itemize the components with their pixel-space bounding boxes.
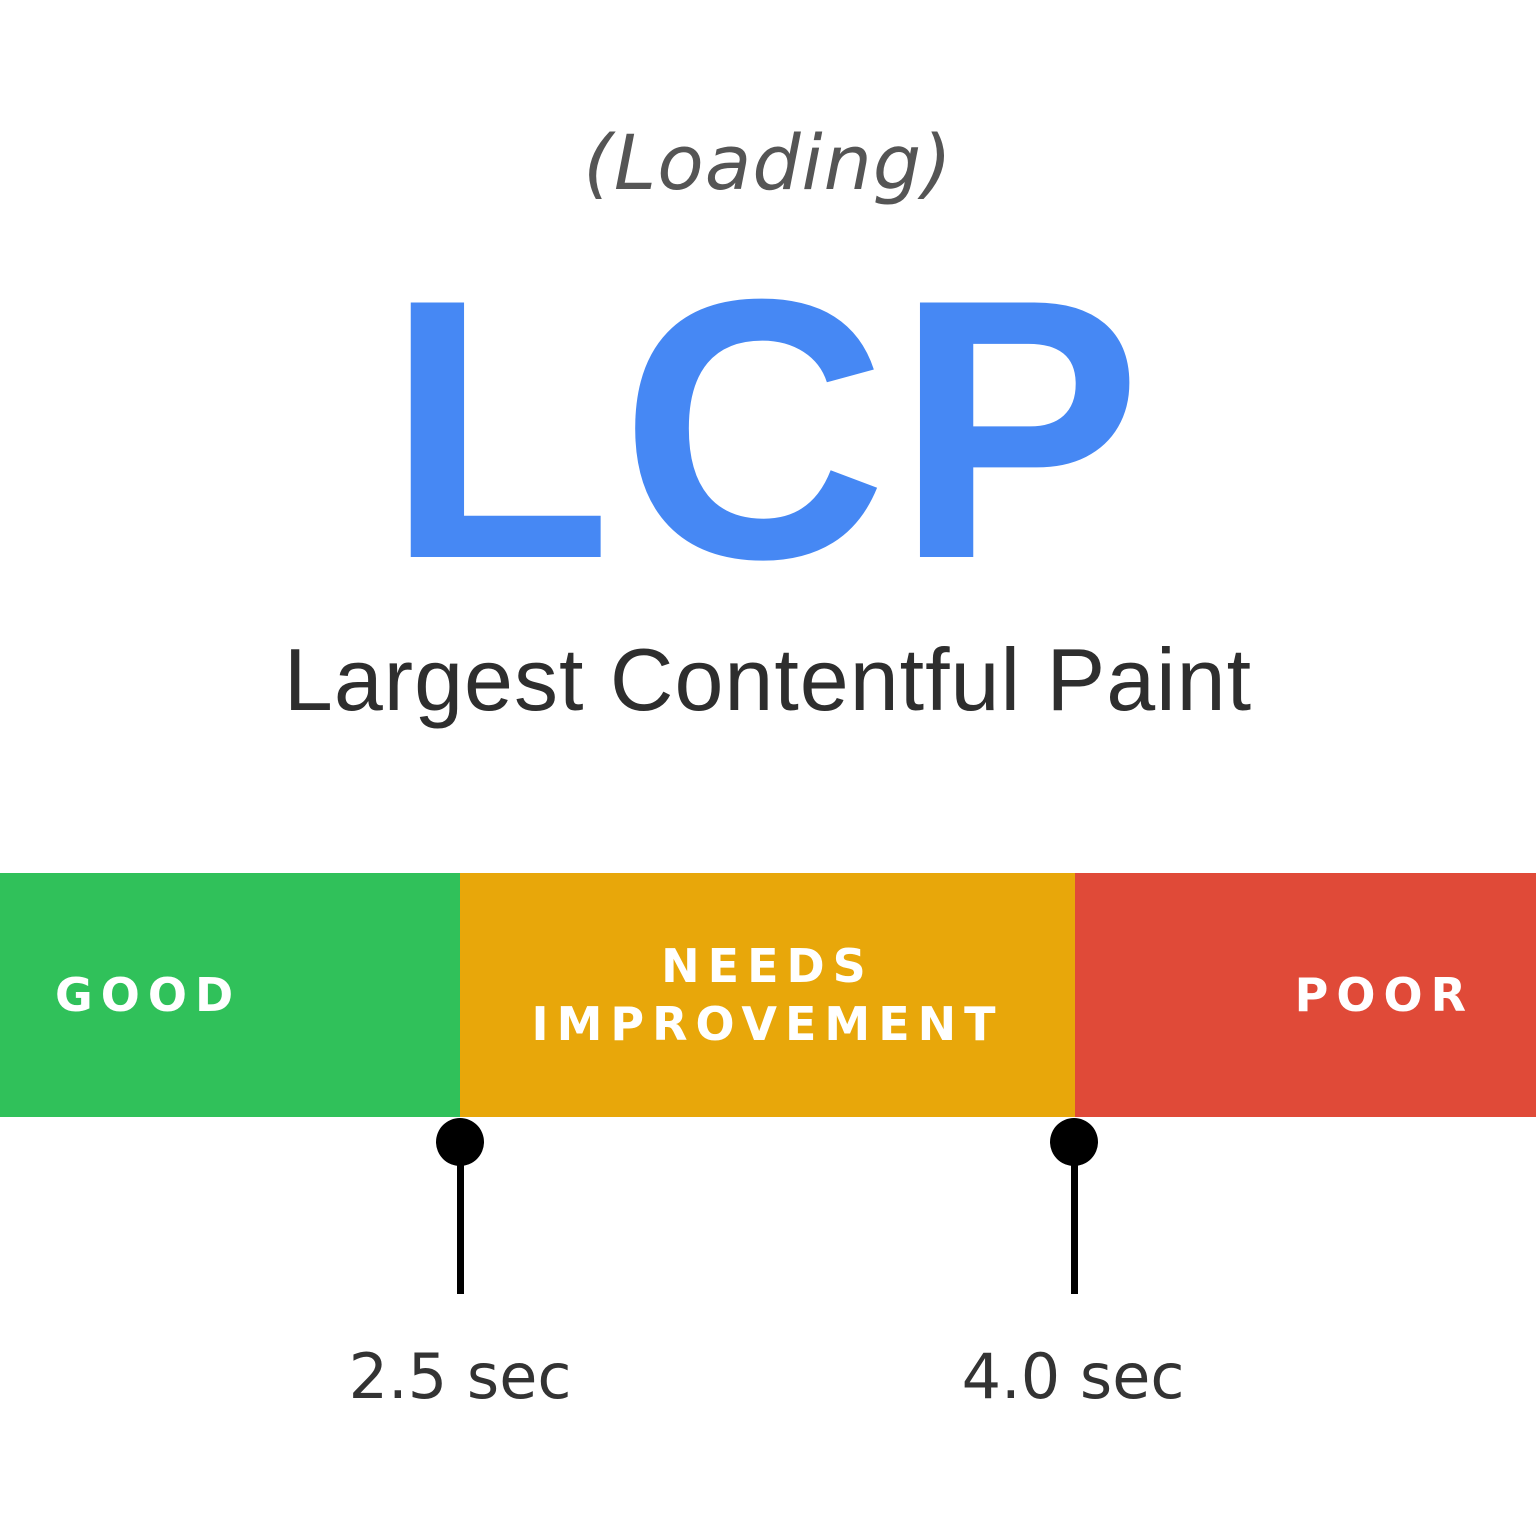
label-line-1: NEEDS <box>661 939 874 993</box>
segment-poor: POOR <box>1075 873 1536 1117</box>
segment-good-label: GOOD <box>55 968 242 1022</box>
segment-needs-improvement: NEEDS IMPROVEMENT <box>460 873 1075 1117</box>
segment-good: GOOD <box>0 873 460 1117</box>
segment-needs-improvement-label: NEEDS IMPROVEMENT <box>532 937 1004 1053</box>
threshold-marker-4-0 <box>1050 1118 1100 1298</box>
threshold-label-2-5: 2.5 sec <box>348 1340 572 1413</box>
label-line-2: IMPROVEMENT <box>531 997 1004 1051</box>
rating-scale-bar: GOOD NEEDS IMPROVEMENT POOR <box>0 873 1536 1117</box>
threshold-label-4-0: 4.0 sec <box>961 1340 1185 1413</box>
metric-category: (Loading) <box>583 118 953 207</box>
metric-full-name: Largest Contentful Paint <box>283 630 1253 729</box>
threshold-marker-2-5 <box>436 1118 486 1298</box>
pin-stem <box>1071 1148 1078 1294</box>
pin-stem <box>457 1148 464 1294</box>
segment-poor-label: POOR <box>1294 968 1474 1022</box>
metric-acronym: LCP <box>386 223 1150 636</box>
